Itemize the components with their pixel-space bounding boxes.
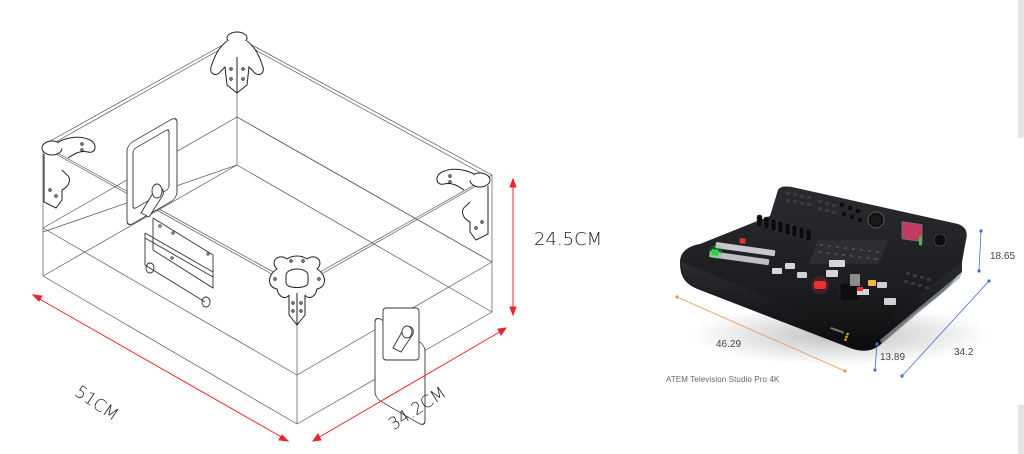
corner-ball-left bbox=[41, 136, 96, 209]
switcher-body bbox=[680, 186, 967, 351]
case-height-label: 24.5CM bbox=[534, 229, 603, 250]
switcher-height-line bbox=[977, 229, 983, 273]
corner-ball-front bbox=[269, 255, 325, 326]
switcher-depth-line bbox=[900, 279, 991, 378]
cut-button-red bbox=[814, 281, 826, 289]
edge-strip-top bbox=[1018, 0, 1024, 138]
lcd-screen bbox=[901, 221, 923, 243]
edge-strip-bottom bbox=[1018, 405, 1024, 454]
switcher-depth-label: 34.2 bbox=[954, 347, 974, 358]
brand-logo bbox=[830, 327, 849, 342]
depth-dimension-line bbox=[315, 329, 504, 440]
handle-right-inner bbox=[382, 307, 420, 361]
handle-left bbox=[126, 118, 178, 225]
switcher-height-label: 18.65 bbox=[990, 251, 1016, 262]
corner-ball-right bbox=[436, 168, 491, 241]
switcher-width-line bbox=[675, 295, 847, 373]
switcher-caption: ATEM Television Studio Pro 4K bbox=[666, 375, 780, 384]
hinge bbox=[144, 217, 214, 308]
switcher-front-height-label: 13.89 bbox=[880, 352, 906, 363]
switcher-width-label: 46.29 bbox=[716, 339, 742, 350]
flight-case-wireframe bbox=[31, 31, 517, 442]
corner-ball-top bbox=[210, 31, 264, 94]
width-dimension-line bbox=[35, 296, 286, 440]
switcher-front-height-line bbox=[873, 342, 879, 372]
